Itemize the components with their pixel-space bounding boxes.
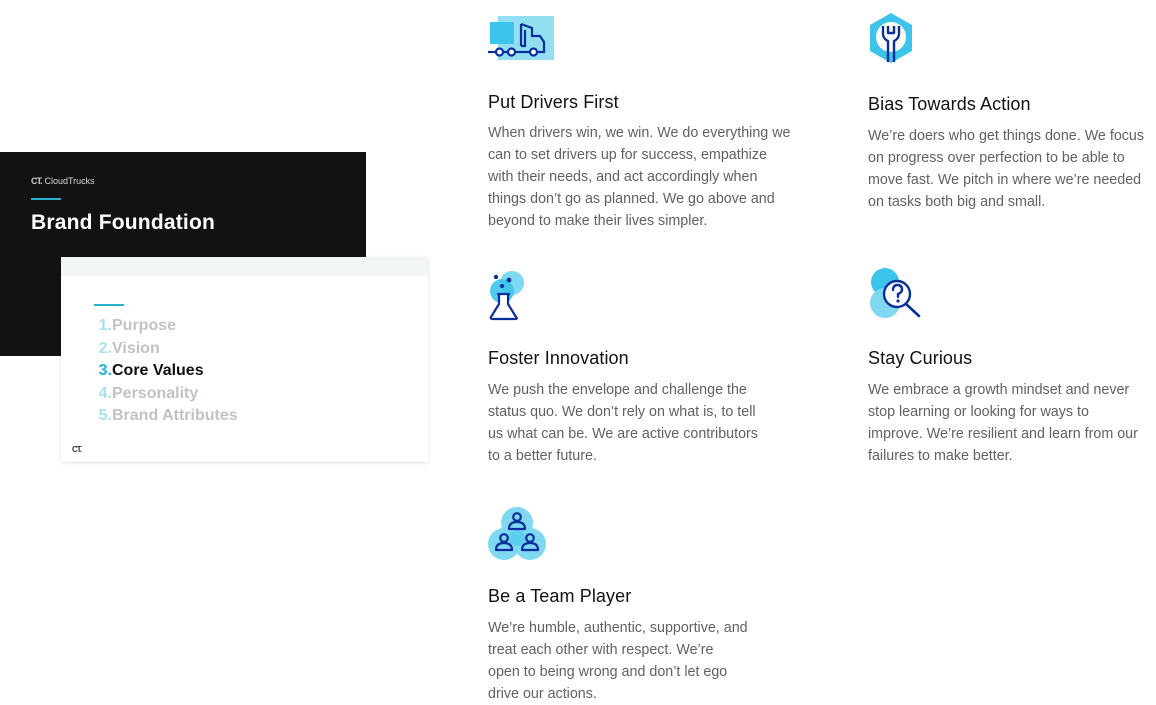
wrench-icon [868,12,914,71]
accent-line [94,304,124,306]
slide-title: Brand Foundation [31,211,216,234]
toc-item-purpose[interactable]: 1.Purpose [98,317,177,335]
value-title: Be a Team Player [488,586,632,606]
value-description: When drivers win, we win. We do everythi… [488,125,791,229]
value-title: Put Drivers First [488,92,619,112]
brand-header: CT. CloudTrucks [31,176,95,186]
value-title: Stay Curious [868,348,973,368]
card-topbar [61,257,428,276]
cloudtrucks-logo-icon: CT. [72,445,82,454]
toc-item-vision[interactable]: 2.Vision [98,339,160,357]
flask-icon [488,268,528,327]
toc-item-brand-attributes[interactable]: 5.Brand Attributes [98,407,238,425]
magnifier-question-icon [868,268,922,327]
value-title: Foster Innovation [488,348,629,368]
accent-line [31,198,61,200]
team-icon [488,506,546,567]
toc-item-personality[interactable]: 4.Personality [98,384,199,402]
toc-item-core-values[interactable]: 3.Core Values [98,362,204,380]
cloudtrucks-logo-icon: CT. [31,176,42,186]
brand-name: CloudTrucks [44,176,95,186]
toc-slide: 1.Purpose 2.Vision 3.Core Values 4.Perso… [61,257,428,462]
value-description: We’re doers who get things done. We focu… [868,128,1145,210]
value-description: We’re humble, authentic, supportive, and… [488,620,748,702]
value-title: Bias Towards Action [868,94,1031,114]
truck-icon [488,14,558,67]
table-of-contents: 1.Purpose 2.Vision 3.Core Values 4.Perso… [89,315,238,428]
